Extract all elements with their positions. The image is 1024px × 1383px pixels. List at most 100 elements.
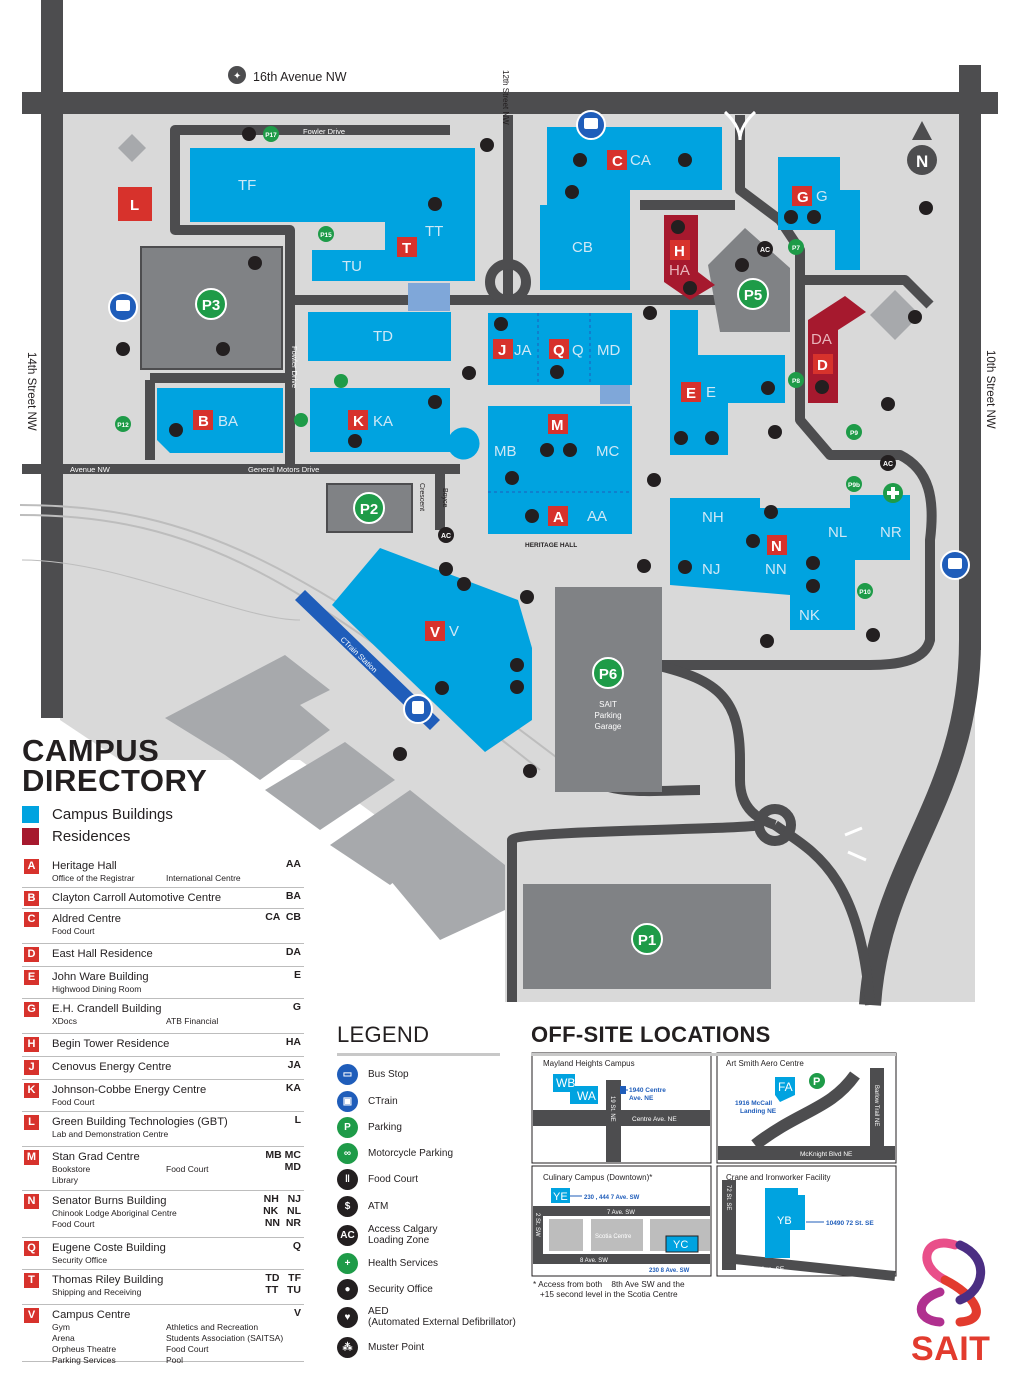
directory-building-name: Begin Tower Residence [52, 1038, 170, 1050]
directory-subtext: Security Office [52, 1255, 108, 1265]
motorcycle-icon: ∞ [337, 1143, 358, 1164]
directory-building-codes: TD TF TT TU [265, 1272, 301, 1296]
offsite-title: OFF-SITE LOCATIONS [531, 1022, 771, 1047]
building-code-mc: MC [596, 443, 619, 460]
ctrain-icon[interactable] [403, 694, 433, 724]
ac-icon: AC [337, 1224, 358, 1246]
ctrain-icon: ▣ [337, 1091, 358, 1112]
building-code-ka: KA [373, 413, 393, 430]
offcampus-building [390, 830, 505, 940]
bus-stop-icon[interactable] [576, 110, 606, 140]
directory-subtext: Highwood Dining Room [52, 984, 142, 994]
legend-item-label: CTrain [368, 1096, 398, 1107]
parking-marker-p3[interactable]: P3 [195, 288, 227, 320]
parking-marker-p10[interactable]: P10 [857, 583, 873, 599]
svg-text:AC: AC [883, 461, 893, 468]
directory-letter-badge: T [24, 1273, 39, 1288]
building-code-da: DA [811, 331, 832, 348]
svg-text:P7: P7 [792, 245, 800, 252]
directory-building-name: Green Building Technologies (GBT) [52, 1116, 228, 1128]
legend-divider [337, 1053, 500, 1056]
legend-item-bus: ▭Bus Stop [337, 1064, 409, 1085]
badge-n: N [767, 535, 787, 555]
bus-stop-icon[interactable] [108, 292, 138, 322]
offsite-mayland-map [531, 1052, 712, 1164]
parking-icon: P [337, 1117, 358, 1138]
legend-title: LEGEND [337, 1022, 430, 1047]
directory-entry-e[interactable]: E John Ware Building E Highwood Dining Room [22, 967, 304, 999]
parking-marker-p8[interactable]: P8 [788, 372, 804, 388]
parking-marker-p9[interactable]: P9 [846, 424, 862, 440]
health-services-icon[interactable] [883, 483, 903, 503]
directory-letter-badge: E [24, 970, 39, 985]
bus-stop-icon[interactable] [940, 550, 970, 580]
sait-logo-icon [916, 1238, 986, 1327]
svg-text:M: M [551, 417, 564, 434]
building-code-nj: NJ [702, 561, 720, 578]
ac-marker[interactable]: AC [757, 241, 773, 257]
badge-d: D [813, 354, 833, 374]
offsite-culinary-map [531, 1165, 712, 1277]
ac-marker[interactable]: AC [438, 527, 454, 543]
offsite-110ave-label: 110 Ave. SE [749, 1266, 785, 1273]
offsite-culinary-title: Culinary Campus (Downtown)* [543, 1173, 652, 1182]
directory-subtext-secondary: Food Court [166, 1164, 209, 1174]
parking-marker-p9b[interactable]: P9b [846, 476, 862, 492]
road-label-fowler-side: Fowler Drive [290, 346, 299, 388]
directory-subtext-secondary: ATB Financial [166, 1016, 219, 1026]
legend-item-label: Health Services [368, 1258, 439, 1269]
legend-item-muster: ⁂Muster Point [337, 1337, 424, 1358]
offsite-wa-label: WA [577, 1089, 596, 1103]
parking-marker-p5[interactable]: P5 [737, 278, 769, 310]
legend-item-label: Security Office [368, 1284, 433, 1295]
ac-marker[interactable]: AC [880, 455, 896, 471]
parking-marker-p6[interactable]: P6 [592, 657, 624, 689]
building-code-v: V [449, 623, 459, 640]
directory-building-name: John Ware Building [52, 971, 149, 983]
offcampus-building [870, 290, 920, 340]
parking-marker-p17[interactable]: P17 [263, 126, 279, 142]
legend-item-label: AED (Automated External Defibrillator) [368, 1306, 516, 1328]
directory-letter-badge: B [24, 891, 39, 906]
road-label-12th-st: 12th Street NW [501, 70, 510, 125]
directory-subtext: Gym Arena Orpheus Theatre Parking Servic… [52, 1322, 117, 1365]
food-court-icons [428, 153, 820, 694]
directory-letter-badge: D [24, 947, 39, 962]
offcampus-building [330, 790, 460, 885]
directory-building-name: Clayton Carroll Automotive Centre [52, 892, 222, 904]
parking-marker-p15[interactable]: P15 [318, 226, 334, 242]
badge-l: L [130, 197, 139, 214]
parking-marker-p12[interactable]: P12 [115, 416, 131, 432]
badge-t: T [397, 237, 417, 257]
directory-building-codes: E [293, 969, 301, 981]
aed-icons [169, 185, 829, 548]
directory-building-name: Thomas Riley Building [52, 1274, 164, 1286]
legend-item-label: Food Court [368, 1174, 419, 1185]
parking-marker-p1[interactable]: P1 [631, 923, 663, 955]
svg-text:C: C [612, 153, 623, 170]
roundabout [485, 259, 531, 305]
directory-subtext: Office of the Registrar [52, 873, 135, 883]
maple-leaf-icon: ✦ [228, 66, 246, 84]
directory-building-name: Senator Burns Building [52, 1195, 167, 1207]
building-code-aa: AA [587, 508, 607, 525]
offsite-divider [531, 1053, 896, 1056]
motorcycle-parking-icons [294, 374, 348, 427]
parking-marker-p2[interactable]: P2 [353, 492, 385, 524]
parking-marker-p7[interactable]: P7 [788, 239, 804, 255]
